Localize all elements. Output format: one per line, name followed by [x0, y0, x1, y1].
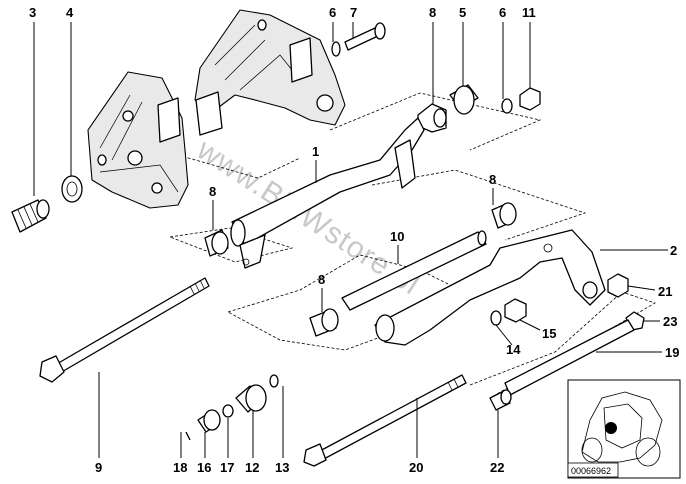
- leader-21: [627, 285, 656, 291]
- callout-2: 2: [670, 243, 677, 258]
- part-13-washer: [269, 374, 279, 388]
- callout-12: 12: [245, 460, 259, 475]
- callout-15: 15: [542, 326, 556, 341]
- part-8-bushing-left: [204, 229, 229, 257]
- leader-15: [519, 319, 541, 331]
- callout-6: 6: [329, 5, 336, 20]
- part-20-long-bolt: [303, 374, 467, 467]
- callout-4: 4: [66, 5, 74, 20]
- part-3-bushing: [11, 199, 50, 233]
- callout-23: 23: [663, 314, 677, 329]
- right-mount-bracket: [194, 9, 346, 136]
- callout-8d: 8: [318, 272, 325, 287]
- callout-8c: 8: [489, 172, 496, 187]
- callout-8b: 8: [209, 184, 216, 199]
- part-8-bushing-right: [491, 202, 517, 229]
- reference-number: 00066962: [571, 466, 611, 476]
- callout-16: 16: [197, 460, 211, 475]
- callout-20: 20: [409, 460, 423, 475]
- part-22-spacer: [489, 389, 512, 411]
- part-18-pin: [185, 431, 191, 441]
- callout-9: 9: [95, 460, 102, 475]
- part-1-crossmember: [230, 117, 425, 269]
- part-9-long-bolt: [39, 277, 210, 383]
- part-10-sleeve: [341, 230, 487, 311]
- part-2-swing-arm: [374, 229, 606, 346]
- part-6-washer-right: [501, 98, 513, 114]
- callout-22: 22: [490, 460, 504, 475]
- callout-19: 19: [665, 345, 679, 360]
- callout-10: 10: [390, 229, 404, 244]
- callout-8: 8: [429, 5, 436, 20]
- part-7-screw: [344, 22, 386, 51]
- callout-13: 13: [275, 460, 289, 475]
- part-6-washer-top: [331, 41, 341, 57]
- part-17-washer: [222, 404, 234, 418]
- part-14-washer: [490, 310, 502, 326]
- callout-6b: 6: [499, 5, 506, 20]
- callout-17: 17: [220, 460, 234, 475]
- callout-11: 11: [522, 5, 536, 20]
- part-4-washer: [61, 175, 83, 203]
- part-12-bushing: [235, 384, 267, 413]
- callout-3: 3: [29, 5, 36, 20]
- location-dot: [605, 422, 617, 434]
- part-15-nut: [504, 298, 527, 323]
- callout-18: 18: [173, 460, 187, 475]
- group-outline-top: [177, 154, 301, 179]
- part-11-nut: [519, 87, 541, 111]
- location-thumbnail: 00066962: [567, 379, 681, 479]
- callout-1: 1: [312, 144, 319, 159]
- callout-7: 7: [350, 5, 357, 20]
- callout-5: 5: [459, 5, 466, 20]
- part-8-bushing-lower: [309, 308, 339, 337]
- part-21-nut: [607, 273, 629, 298]
- part-16-bushing: [197, 409, 221, 433]
- leader-14: [495, 324, 513, 346]
- left-mount-bracket: [87, 71, 189, 209]
- part-5-collar: [449, 84, 479, 115]
- callout-21: 21: [658, 284, 672, 299]
- callout-14: 14: [506, 342, 521, 357]
